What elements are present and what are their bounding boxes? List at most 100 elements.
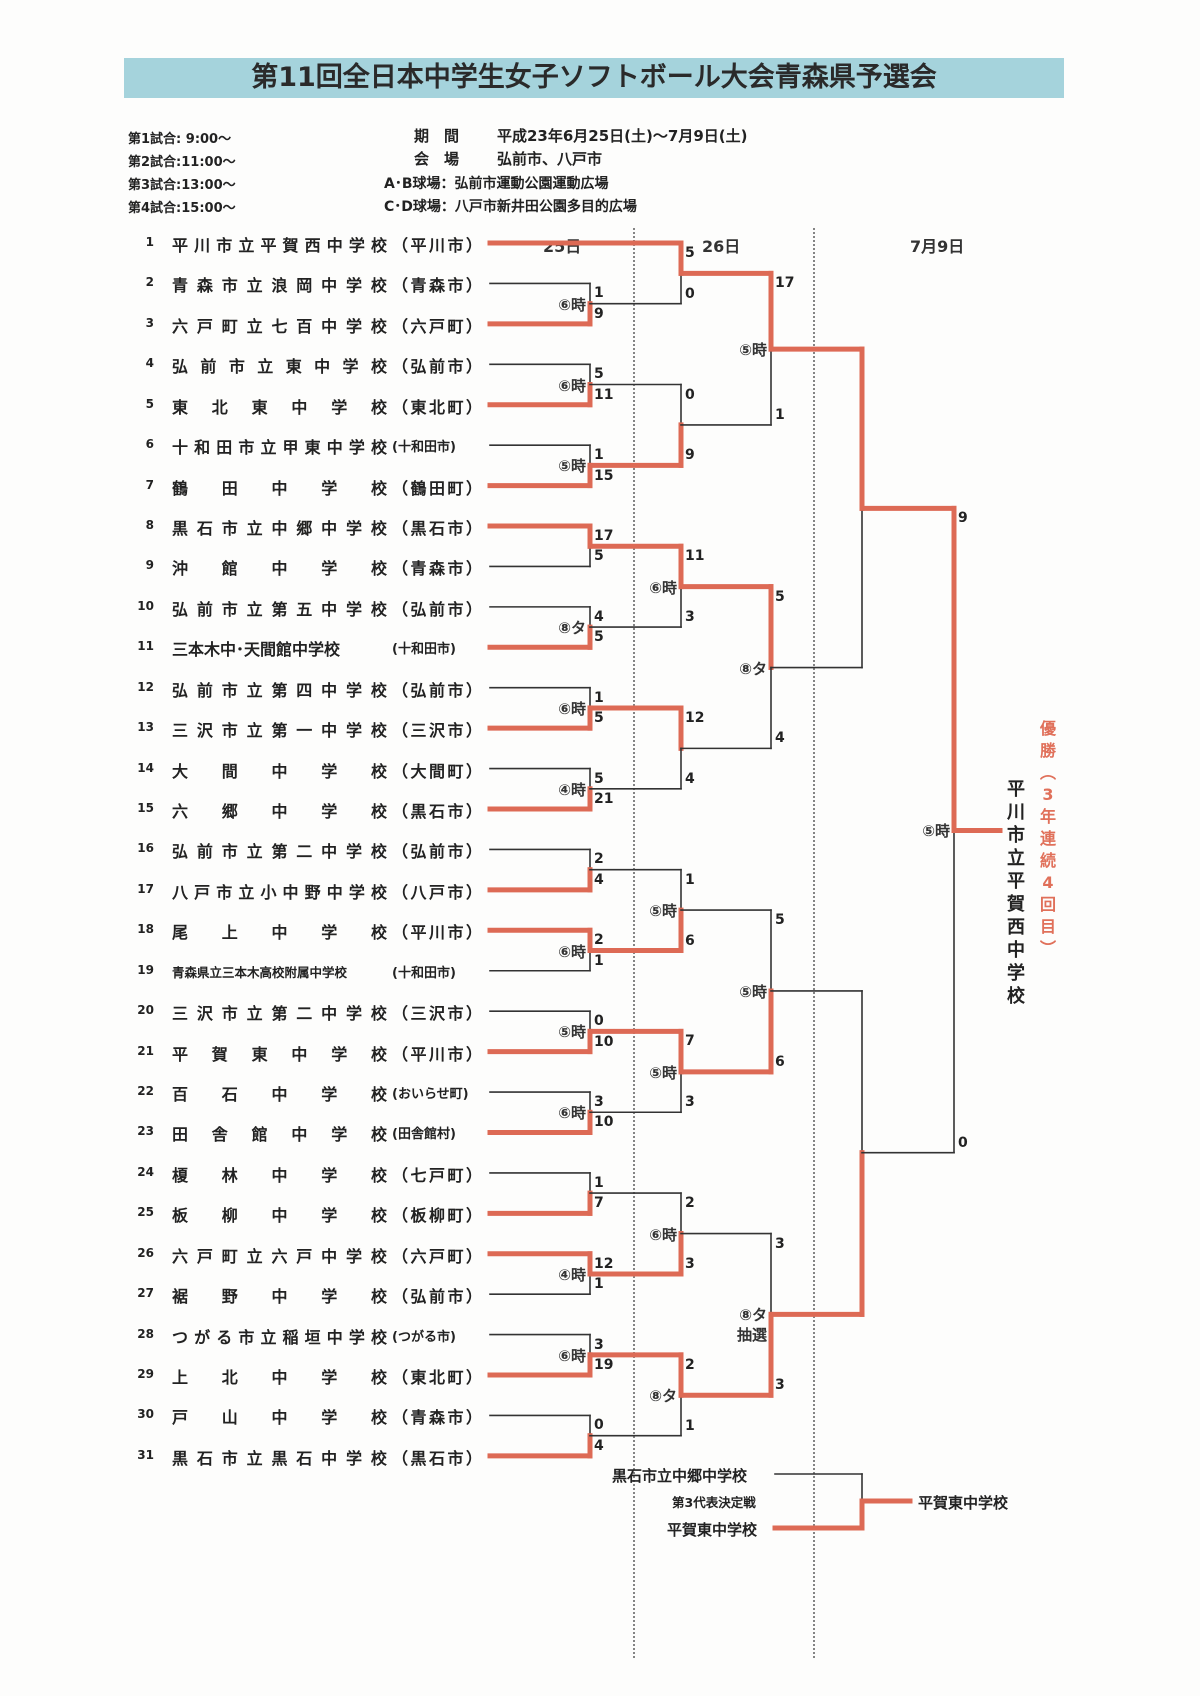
team-name: 板柳中学校 — [172, 1206, 387, 1226]
score: 9 — [958, 510, 968, 527]
match-time-label: ⑥時 — [558, 699, 586, 718]
day-label-july9: 7月9日 — [910, 237, 965, 256]
team-number: 19 — [137, 962, 154, 977]
team-name: 鶴田中学校 — [172, 478, 387, 498]
team-number: 10 — [137, 598, 154, 613]
team-name: 青森県立三本木高校附属中学校 — [172, 964, 348, 980]
team-name: 東北東中学校 — [172, 397, 387, 417]
team-number: 22 — [137, 1084, 154, 1099]
match-time-label: ⑤時 — [739, 982, 767, 1001]
score: 17 — [775, 275, 795, 292]
team-city: （三沢市） — [392, 1004, 482, 1024]
team-name: 田舎館中学校 — [172, 1125, 387, 1145]
team-city: （青森市） — [392, 559, 482, 579]
match-time-label: ⑥時 — [558, 295, 586, 314]
team-city: （東北町） — [392, 1368, 482, 1388]
team-name: 上北中学校 — [172, 1368, 387, 1388]
team-number: 21 — [137, 1043, 154, 1058]
match-time-label: ⑤時 — [649, 902, 677, 921]
team-number: 13 — [137, 720, 154, 735]
match-time-label: ⑥時 — [558, 942, 586, 961]
score: 2 — [685, 1356, 695, 1373]
team-name: 裾野中学校 — [172, 1287, 387, 1307]
team-city: (おいらせ町) — [392, 1087, 469, 1103]
team-number: 18 — [137, 922, 154, 937]
team-city: （六戸町） — [392, 1246, 482, 1266]
score: 0 — [958, 1134, 968, 1151]
score: 7 — [685, 1033, 695, 1050]
team-city: （大間町） — [392, 761, 482, 781]
team-city: (十和田市) — [392, 440, 456, 456]
score: 11 — [685, 548, 705, 565]
match-time-label: ⑥時 — [649, 578, 677, 597]
team-city: （弘前市） — [392, 357, 482, 377]
team-name: 弘前市立第四中学校 — [172, 680, 387, 700]
score: 2 — [685, 1195, 695, 1212]
team-number: 6 — [145, 437, 154, 452]
team-name: 六郷中学校 — [172, 802, 387, 822]
score: 5 — [594, 710, 604, 727]
team-name: 三沢市立第一中学校 — [172, 721, 387, 741]
match-time-label: ④時 — [558, 1265, 586, 1284]
team-city: (つがる市) — [392, 1329, 456, 1345]
team-number: 1 — [145, 235, 154, 249]
match-time-label: ⑧タ — [558, 619, 586, 638]
score: 3 — [594, 1094, 604, 1111]
score: 12 — [685, 709, 705, 726]
match-time-label: ⑤時 — [739, 341, 767, 360]
team-name: 黒石市立中郷中学校 — [172, 519, 387, 538]
team-city: （黒石市） — [392, 802, 482, 822]
team-number: 7 — [145, 477, 154, 492]
score: 3 — [775, 1235, 785, 1252]
schedule-item: 第2試合:11:00〜 — [128, 155, 236, 170]
score: 11 — [594, 386, 614, 403]
score: 4 — [594, 871, 604, 888]
score: 5 — [775, 588, 785, 605]
team-city: (田舎館村) — [392, 1127, 456, 1143]
match-note-label: 抽選 — [736, 1326, 767, 1345]
team-number: 16 — [137, 841, 154, 856]
match-time-label: ⑧タ — [739, 1306, 767, 1325]
day-label-26: 26日 — [702, 237, 741, 256]
score: 0 — [594, 1417, 604, 1434]
schedule-item: 第4試合:15:00〜 — [128, 201, 236, 216]
team-number: 25 — [137, 1205, 154, 1220]
score: 1 — [685, 1417, 695, 1434]
score: 0 — [685, 386, 695, 403]
team-city: （七戸町） — [392, 1165, 482, 1185]
venue-label: 会 場 — [414, 150, 460, 168]
score: 1 — [594, 952, 604, 969]
score: 2 — [594, 932, 604, 949]
match-time-label: ⑥時 — [649, 1225, 677, 1244]
team-city: （平川市） — [392, 236, 482, 255]
match-time-label: ⑧タ — [739, 659, 767, 678]
match-time-label: ⑥時 — [558, 1346, 586, 1365]
team-name: 平川市立平賀西中学校 — [172, 236, 387, 255]
team-number: 8 — [145, 518, 154, 532]
team-city: (十和田市) — [392, 965, 456, 981]
team-name: 百石中学校 — [172, 1085, 387, 1105]
team-name: 大間中学校 — [172, 761, 387, 781]
team-number: 12 — [137, 679, 154, 694]
score: 1 — [594, 447, 604, 464]
team-name: 青森市立浪岡中学校 — [172, 276, 387, 296]
team-number: 20 — [137, 1003, 154, 1018]
period-label: 期 間 — [414, 127, 460, 145]
score: 19 — [594, 1357, 614, 1374]
team-city: （青森市） — [392, 276, 482, 296]
ab-field: A･B球場：弘前市運動公園運動広場 — [384, 176, 609, 192]
third-place-team-top: 黒石市立中郷中学校 — [612, 1467, 748, 1485]
score: 9 — [594, 305, 604, 322]
schedule-item: 第3試合:13:00〜 — [128, 178, 236, 193]
score: 2 — [594, 851, 604, 868]
team-number: 5 — [145, 396, 154, 411]
team-number: 15 — [137, 801, 154, 816]
score: 5 — [594, 629, 604, 646]
team-city: （六戸町） — [392, 316, 482, 336]
team-number: 11 — [137, 639, 154, 654]
score: 3 — [594, 1336, 604, 1353]
team-name: 平賀東中学校 — [172, 1044, 387, 1064]
team-number: 4 — [145, 356, 154, 371]
team-number: 3 — [145, 315, 154, 330]
score: 21 — [594, 791, 614, 808]
